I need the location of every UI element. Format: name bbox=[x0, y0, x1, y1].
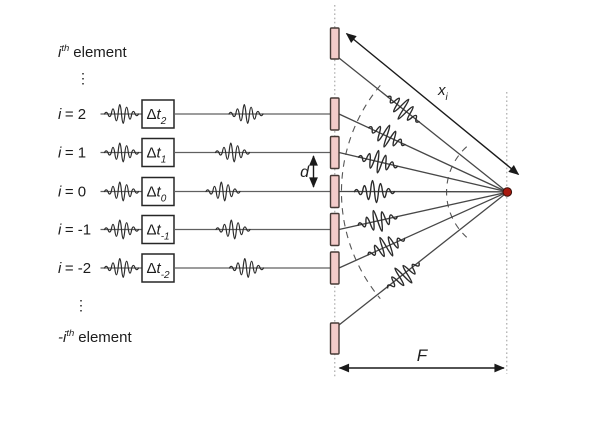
delay-channel-row-i-1: i= -1 Δt-1 bbox=[58, 214, 331, 245]
array-element-bottom bbox=[329, 322, 340, 355]
ray-wavelet-i2 bbox=[363, 117, 411, 156]
delay-box-label: Δt1 bbox=[147, 145, 167, 166]
array-element-i-2 bbox=[329, 251, 340, 285]
top-ellipsis: ⋮ bbox=[76, 70, 90, 86]
pitch-label: d bbox=[300, 164, 310, 181]
xi-dimension-arrow bbox=[345, 32, 520, 176]
delay-box bbox=[141, 214, 175, 245]
delay-channel-row-i0: i= 0 Δt0 bbox=[58, 176, 331, 207]
array-element-i1 bbox=[329, 135, 340, 170]
xi-label: xi bbox=[437, 82, 449, 103]
ray-wavelet-top bbox=[380, 87, 427, 131]
delay-box-label: Δt-2 bbox=[147, 260, 171, 281]
row-index-label: i= -1 bbox=[58, 222, 91, 239]
array-element-i2 bbox=[329, 97, 340, 131]
delay-box-label: Δt-1 bbox=[147, 222, 170, 243]
ray-wavelet-i1 bbox=[355, 145, 401, 178]
propagation-rays bbox=[338, 57, 508, 326]
delay-box-label: Δt0 bbox=[147, 184, 167, 205]
dimension-annotations: xi d F bbox=[300, 32, 520, 373]
row-index-label: i= -2 bbox=[58, 260, 91, 277]
ray-bottom bbox=[338, 191, 508, 326]
row-index-label: i= 0 bbox=[58, 184, 86, 201]
delay-channel-row-i2: i= 2 Δt2 bbox=[58, 99, 331, 129]
array-elements bbox=[329, 27, 340, 355]
array-element-i0 bbox=[329, 174, 340, 209]
ray-wavelet-i-1 bbox=[355, 205, 401, 237]
row-index-label: i= 2 bbox=[58, 106, 86, 123]
focal-point-dot bbox=[502, 187, 513, 197]
ray-i-1 bbox=[338, 191, 508, 231]
ray-wavelet-i-2 bbox=[362, 227, 410, 266]
ray-i-2 bbox=[338, 191, 508, 269]
array-element-i-1 bbox=[329, 212, 340, 247]
delay-channel-row-i-2: i= -2 Δt-2 bbox=[58, 253, 331, 283]
array-element-top bbox=[329, 27, 340, 60]
row-index-label: i= 1 bbox=[58, 145, 86, 162]
delay-channel-row-i1: i= 1 Δt1 bbox=[58, 137, 331, 168]
delay-box-label: Δt2 bbox=[147, 106, 167, 127]
delay-box bbox=[141, 176, 175, 207]
bottom-ellipsis: ⋮ bbox=[74, 297, 88, 313]
ray-wavelet-bottom bbox=[380, 253, 427, 298]
focal-label: F bbox=[417, 346, 429, 365]
